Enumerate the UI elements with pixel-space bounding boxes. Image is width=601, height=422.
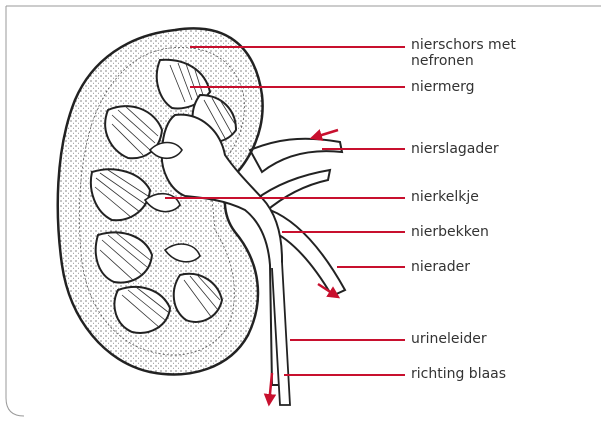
label-richting-blaas: richting blaas [411, 366, 506, 382]
arrow-artery-in [312, 130, 338, 138]
label-nierader: nierader [411, 259, 470, 275]
renal-artery [250, 139, 342, 172]
label-niermerg: niermerg [411, 79, 475, 95]
label-urineleider: urineleider [411, 331, 487, 347]
label-nierkelkje: nierkelkje [411, 189, 479, 205]
label-nierschors-line2: nefronen [411, 53, 474, 69]
label-nierslagader: nierslagader [411, 141, 499, 157]
label-nierschors: nierschors met nefronen [411, 37, 516, 69]
label-nierbekken: nierbekken [411, 224, 489, 240]
arrow-ureter-down [269, 373, 272, 404]
label-nierschors-line1: nierschors met [411, 37, 516, 53]
